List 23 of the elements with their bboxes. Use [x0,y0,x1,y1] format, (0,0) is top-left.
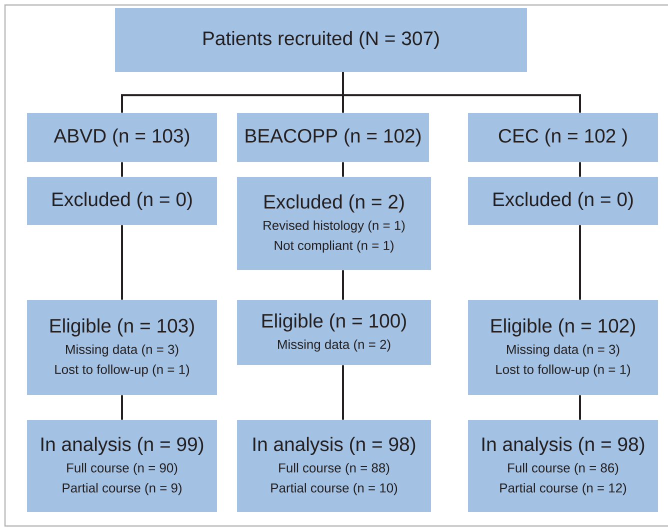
flow-box: Eligible (n = 100) Missing data (n = 2) [237,300,431,365]
connector-line [342,72,581,113]
connector-line [342,270,344,300]
flow-box: Excluded (n = 0) [27,176,217,225]
title-box: Patients recruited (N = 307) [115,8,527,72]
flow-box: In analysis (n = 99) Full course (n = 90) Partial course (n = 9) [27,420,217,512]
flow-box: In analysis (n = 98) Full course (n = 88) Partial course (n = 10) [237,420,431,512]
flow-box: Eligible (n = 103) Missing data (n = 3) Lost to follow-up (n = 1) [27,300,217,395]
connector-line [579,395,581,420]
flow-box: BEACOPP (n = 102) [237,112,429,162]
connector-line [342,162,344,177]
flow-box: CEC (n = 102 ) [468,112,658,162]
flow-box: ABVD (n = 103) [27,112,217,162]
connector-line [121,225,123,300]
connector-line [121,395,123,420]
flow-box: Excluded (n = 2) Revised histology (n = 1) Not compliant (n = 1) [237,176,431,270]
flow-box: Eligible (n = 102) Missing data (n = 3) Lost to follow-up (n = 1) [468,300,658,395]
flow-box: Excluded (n = 0) [468,176,658,225]
connector-line [579,225,581,300]
connector-line [579,162,581,177]
connector-line [342,365,344,420]
connector-line [121,162,123,177]
flow-box: In analysis (n = 98) Full course (n = 86) Partial course (n = 12) [468,420,658,512]
